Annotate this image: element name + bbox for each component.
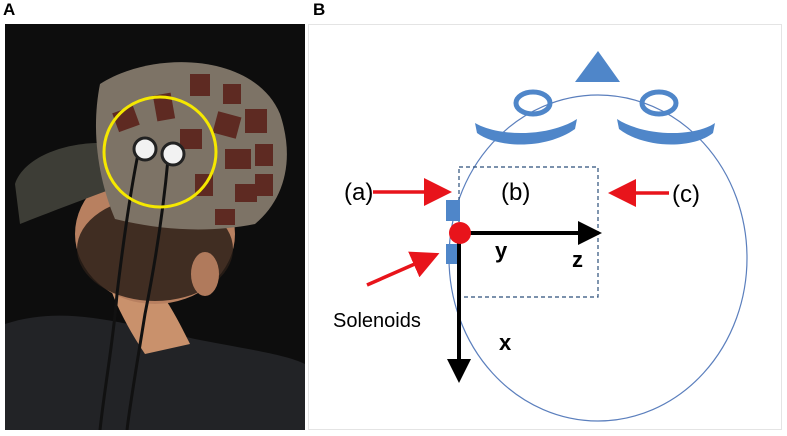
highlight-ring [102,95,218,209]
origin-dot [449,222,471,244]
left-cheek-arc [475,119,577,145]
label-axis-x: x [499,330,512,355]
right-cheek-arc [617,119,715,145]
label-solenoids: Solenoids [333,310,421,332]
shirt [5,315,305,430]
solenoid-lower [446,244,460,264]
left-eye-ring [513,89,553,117]
ear [191,252,219,296]
cap-brim [15,143,125,224]
label-c: (c) [672,181,700,208]
head-schematic: (a) (b) (c) Solenoids y z x [308,24,782,430]
label-b: (b) [501,179,530,206]
panel-b-letter: B [313,0,326,19]
subject-photo-drawing [5,24,305,430]
pointer-arrow-solenoids [366,251,440,287]
solenoid-upper [446,200,460,221]
cable-1 [98,153,140,430]
label-axis-z: z [572,247,583,272]
panel-a-letter: A [3,0,16,19]
head-outline [448,94,748,422]
electrode-patches [112,74,273,225]
solenoid-button-2 [160,141,186,167]
cable-2 [125,158,170,430]
solenoid-button-1 [132,136,158,162]
right-eye-ring [639,89,679,117]
nose-triangle [575,51,620,82]
head-schematic-drawing: (a) (b) (c) Solenoids y z x [333,51,748,422]
subject-photo [5,24,305,430]
label-a: (a) [344,179,373,206]
label-axis-y: y [495,238,508,263]
